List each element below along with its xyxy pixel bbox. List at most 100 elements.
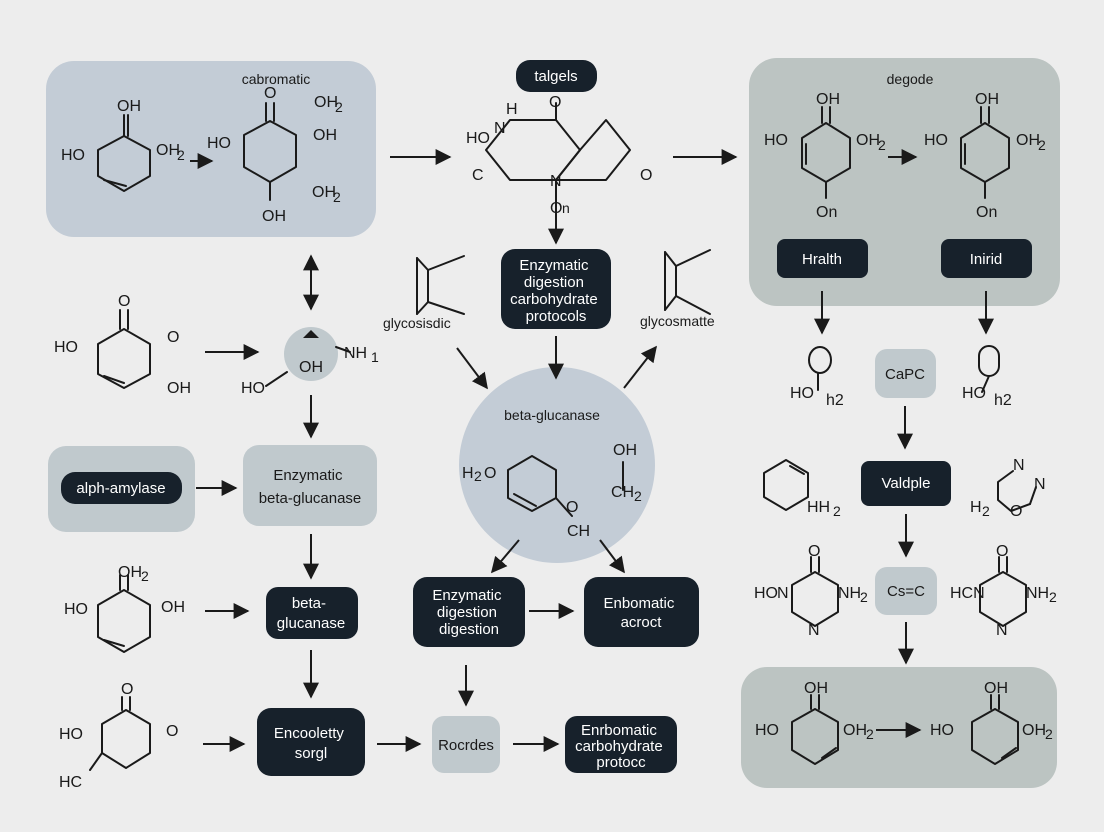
enbomatic-acroct-node[interactable] bbox=[584, 577, 699, 647]
svg-text:Enzymatic digestion di: Enzymatic digestion digestion bbox=[432, 587, 505, 638]
svg-text:2: 2 bbox=[866, 726, 874, 742]
panel-title-cabromatic: cabromatic bbox=[242, 71, 310, 87]
svg-text:HO: HO bbox=[754, 585, 778, 602]
svg-text:O: O bbox=[550, 200, 562, 217]
svg-text:O: O bbox=[549, 94, 561, 111]
svg-text:N: N bbox=[996, 622, 1008, 639]
svg-text:2: 2 bbox=[141, 568, 149, 584]
svg-text:Hralth: Hralth bbox=[802, 251, 842, 268]
svg-text:n: n bbox=[562, 200, 570, 216]
svg-text:OH: OH bbox=[167, 380, 191, 397]
beta-glucanase-circle bbox=[459, 367, 655, 563]
svg-text:NH: NH bbox=[1026, 585, 1049, 602]
svg-text:OH: OH bbox=[118, 564, 142, 581]
beta-glucanase-dark-node[interactable] bbox=[266, 587, 358, 639]
svg-text:OH: OH bbox=[161, 599, 185, 616]
svg-text:HO: HO bbox=[61, 147, 85, 164]
svg-text:N: N bbox=[1013, 457, 1025, 474]
molecule-top-left-2: O OH 2 OH HO OH 2 OH bbox=[207, 85, 343, 225]
inirid-node[interactable] bbox=[941, 239, 1032, 278]
svg-text:O: O bbox=[1010, 503, 1022, 520]
svg-text:OH: OH bbox=[313, 127, 337, 144]
svg-text:Enrbomatic carbohydrate: Enrbomatic carbohydrate protocc bbox=[575, 722, 667, 771]
beta-glucanase-title: beta-glucanase bbox=[504, 407, 600, 423]
molecule-top-right-1: OH HO OH 2 On bbox=[764, 91, 886, 221]
svg-text:HO: HO bbox=[790, 385, 814, 402]
svg-text:O: O bbox=[118, 293, 130, 310]
svg-text:H: H bbox=[506, 101, 518, 118]
svg-text:OH: OH bbox=[984, 680, 1008, 697]
molecule-left-row4: OH 2 HO OH bbox=[64, 564, 185, 653]
encooletty-node[interactable] bbox=[257, 708, 365, 776]
svg-text:O: O bbox=[167, 329, 179, 346]
talgels-node[interactable] bbox=[516, 60, 597, 92]
svg-text:1: 1 bbox=[371, 349, 379, 365]
svg-text:Cs=C: Cs=C bbox=[887, 583, 925, 600]
svg-text:O: O bbox=[566, 499, 578, 516]
svg-text:2: 2 bbox=[333, 189, 341, 205]
svg-text:2: 2 bbox=[335, 99, 343, 115]
molecule-bottom-right-1: OH HO OH 2 bbox=[755, 680, 874, 765]
svg-text:Enbomatic acroct: Enbomatic acroct bbox=[603, 595, 678, 631]
svg-text:HO: HO bbox=[64, 601, 88, 618]
svg-text:OH: OH bbox=[613, 442, 637, 459]
svg-text:Rocrdes: Rocrdes bbox=[438, 737, 494, 754]
svg-text:O: O bbox=[166, 723, 178, 740]
molecule-top-right-2: OH HO OH 2 On bbox=[924, 91, 1046, 221]
enzymatic-digestion-node-mid[interactable] bbox=[413, 577, 525, 647]
svg-text:OH: OH bbox=[1016, 132, 1040, 149]
svg-text:2: 2 bbox=[1045, 726, 1053, 742]
svg-text:Valdple: Valdple bbox=[882, 475, 931, 492]
glycosmatte-symbol: glycosmatte bbox=[640, 249, 715, 329]
glycosidic-symbol: glycosisdic bbox=[383, 255, 465, 331]
molecule-oh-circle: OH HO NH 1 bbox=[241, 327, 379, 397]
svg-text:O: O bbox=[640, 167, 652, 184]
svg-text:On: On bbox=[976, 204, 997, 221]
svg-text:2: 2 bbox=[860, 589, 868, 605]
svg-text:HCN: HCN bbox=[950, 585, 985, 602]
svg-text:OH: OH bbox=[816, 91, 840, 108]
valdple-node[interactable] bbox=[861, 461, 951, 506]
svg-text:HH: HH bbox=[807, 499, 830, 516]
molecule-ring-nn: N N H 2 O bbox=[970, 457, 1046, 520]
arrow-glyco-right bbox=[623, 345, 657, 389]
svg-text:2: 2 bbox=[833, 503, 841, 519]
svg-text:HC: HC bbox=[59, 774, 82, 791]
molecule-hoh2-left: HO h2 bbox=[790, 346, 844, 409]
svg-text:2: 2 bbox=[1049, 589, 1057, 605]
svg-text:h2: h2 bbox=[826, 392, 844, 409]
svg-text:2: 2 bbox=[878, 137, 886, 153]
rocrdes-node[interactable] bbox=[432, 716, 500, 773]
arrow-circle-right bbox=[599, 539, 625, 574]
svg-text:N: N bbox=[808, 622, 820, 639]
svg-text:2: 2 bbox=[177, 147, 185, 163]
capc-node[interactable] bbox=[875, 349, 936, 398]
svg-text:O: O bbox=[484, 465, 496, 482]
svg-text:On: On bbox=[816, 204, 837, 221]
molecule-bottom-right-2: OH HO OH 2 bbox=[930, 680, 1053, 765]
enrbomatic-bottom-node[interactable] bbox=[565, 716, 677, 773]
molecule-pyrimidine-right: O HCN NH 2 N bbox=[950, 543, 1057, 639]
talgels-label: talgels bbox=[534, 68, 577, 85]
svg-text:h2: h2 bbox=[994, 392, 1012, 409]
svg-text:C: C bbox=[472, 167, 484, 184]
svg-text:Encooletty sorgl: Encooletty sorgl bbox=[274, 725, 348, 762]
panel-bottom-right bbox=[741, 667, 1057, 788]
svg-text:OH: OH bbox=[156, 142, 180, 159]
enzymatic-beta-node[interactable] bbox=[243, 445, 377, 526]
svg-text:N: N bbox=[550, 173, 562, 190]
alpha-amylase-node[interactable] bbox=[61, 472, 182, 504]
svg-text:OH: OH bbox=[975, 91, 999, 108]
svg-text:O: O bbox=[264, 85, 276, 102]
health-node[interactable] bbox=[777, 239, 868, 278]
enzymatic-digestion-node-top[interactable] bbox=[501, 249, 611, 329]
svg-text:OH: OH bbox=[312, 184, 336, 201]
svg-text:Inirid: Inirid bbox=[970, 251, 1003, 268]
svg-text:OH: OH bbox=[843, 722, 867, 739]
cs-c-node[interactable] bbox=[875, 567, 937, 615]
panel-top-left bbox=[46, 61, 376, 237]
svg-text:OH: OH bbox=[299, 359, 323, 376]
svg-text:2: 2 bbox=[634, 488, 642, 504]
svg-text:OH: OH bbox=[117, 98, 141, 115]
